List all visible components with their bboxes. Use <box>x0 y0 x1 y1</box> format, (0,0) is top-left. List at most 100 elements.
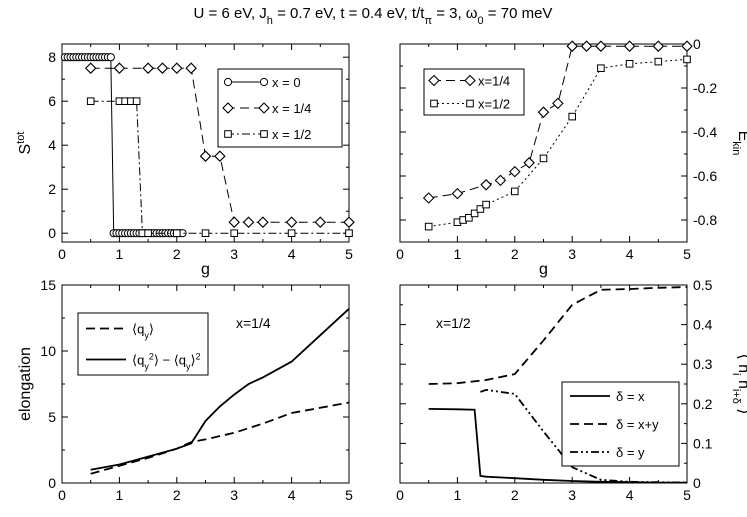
data-point-square <box>466 99 474 108</box>
data-point-square <box>465 214 473 222</box>
data-point-square <box>424 222 433 231</box>
data-point-diamond <box>314 216 327 228</box>
series-line <box>90 308 350 471</box>
legend-label: x = 0 <box>272 75 301 90</box>
y-tick-label: -0.8 <box>693 212 717 228</box>
data-point-diamond <box>428 74 440 87</box>
x-tick-label: 3 <box>230 246 238 262</box>
x-tick-label: 0 <box>58 246 66 262</box>
x-tick-label: 3 <box>230 487 238 503</box>
x-tick-label: 1 <box>454 246 462 262</box>
data-point-diamond <box>422 192 435 204</box>
x-tick-label: 4 <box>288 246 296 262</box>
y-tick-label: 0 <box>693 36 701 52</box>
data-point-diamond <box>156 62 169 74</box>
x-tick-label: 2 <box>173 246 181 262</box>
data-point-diamond <box>552 97 564 110</box>
series-1 <box>422 40 693 204</box>
data-point-diamond <box>257 216 269 228</box>
data-point-square <box>568 112 577 121</box>
x-tick-label: 2 <box>511 487 519 503</box>
data-point-square <box>86 97 95 106</box>
legend-label: x = 1/4 <box>272 101 311 116</box>
y-tick-label: -0.2 <box>693 80 717 96</box>
y-tick-label: 0 <box>48 475 56 491</box>
data-point-diamond <box>242 216 255 228</box>
legend-box <box>77 312 209 376</box>
data-point-diamond <box>464 74 476 87</box>
data-point-diamond <box>580 40 593 52</box>
legend-label: x=1/4 <box>478 74 510 89</box>
x-tick-label: 3 <box>568 246 576 262</box>
x-tick-label: 2 <box>511 246 519 262</box>
y-tick-label: 15 <box>40 277 56 293</box>
data-point-diamond <box>84 62 97 74</box>
data-point-square <box>224 130 232 138</box>
data-point-diamond <box>199 150 212 162</box>
data-point-diamond <box>343 216 355 228</box>
data-point-square <box>132 97 141 106</box>
y-tick-label: 10 <box>40 343 56 359</box>
legend-label: δ = y <box>616 445 645 460</box>
series-3 <box>480 388 688 484</box>
y-tick-label: 0 <box>693 475 701 491</box>
legend: δ = xδ = x+yδ = y <box>561 381 680 467</box>
y-tick-label: -0.4 <box>693 124 717 140</box>
data-point-square <box>482 200 490 209</box>
panel-annotation: x=1/4 <box>236 315 271 331</box>
y-tick-label: 0.1 <box>693 435 713 451</box>
legend-label: δ = x <box>616 389 645 404</box>
data-point-diamond <box>566 40 578 52</box>
data-point-diamond <box>595 40 607 52</box>
x-tick-label: 2 <box>173 487 181 503</box>
data-point-square <box>511 187 519 196</box>
y-tick-label: 6 <box>48 93 56 109</box>
data-point-square <box>476 205 485 213</box>
y-tick-label: 0.5 <box>693 277 713 293</box>
x-tick-label: 4 <box>626 246 634 262</box>
y-tick-label: -0.6 <box>693 168 717 184</box>
data-point-square <box>430 99 438 108</box>
x-tick-label: 1 <box>116 246 124 262</box>
x-tick-label: 3 <box>568 487 576 503</box>
data-point-diamond <box>480 179 492 191</box>
y-tick-label: 0.3 <box>693 356 713 372</box>
data-point-diamond <box>494 174 507 187</box>
data-point-square <box>260 130 268 138</box>
x-tick-label: 4 <box>626 487 634 503</box>
data-point-square <box>287 229 296 237</box>
legend-label: x = 1/2 <box>272 127 311 142</box>
x-tick-label: 5 <box>345 487 353 503</box>
y-axis-label: ⟨ ni ni+δ ⟩ <box>730 353 747 414</box>
data-point-circle <box>106 53 115 62</box>
data-point-diamond <box>509 165 521 178</box>
y-tick-label: 0.2 <box>693 396 713 412</box>
data-point-square <box>654 57 663 66</box>
data-point-diamond <box>113 62 126 74</box>
x-tick-label: 0 <box>396 246 404 262</box>
data-point-circle <box>259 77 269 87</box>
legend-label: ⟨qy2⟩ − ⟨qy⟩2 <box>132 352 201 372</box>
legend-label: x=1/2 <box>478 97 510 112</box>
data-point-diamond <box>652 40 665 52</box>
series-2 <box>90 308 350 471</box>
series-line <box>428 286 688 385</box>
legend: x=1/4 x=1/2 <box>423 68 525 116</box>
y-tick-label: 0 <box>48 225 56 241</box>
data-point-diamond <box>537 106 550 118</box>
series-3 <box>86 97 353 237</box>
series-line <box>64 56 183 234</box>
series-2 <box>424 55 691 231</box>
x-tick-label: 5 <box>345 246 353 262</box>
data-point-square <box>625 60 634 68</box>
data-point-diamond <box>451 187 464 200</box>
data-point-diamond <box>171 62 183 74</box>
series-2 <box>84 62 355 228</box>
x-tick-label: 5 <box>683 487 691 503</box>
x-axis-label: g <box>539 261 548 278</box>
data-point-diamond <box>142 62 154 74</box>
series-line <box>90 401 350 475</box>
